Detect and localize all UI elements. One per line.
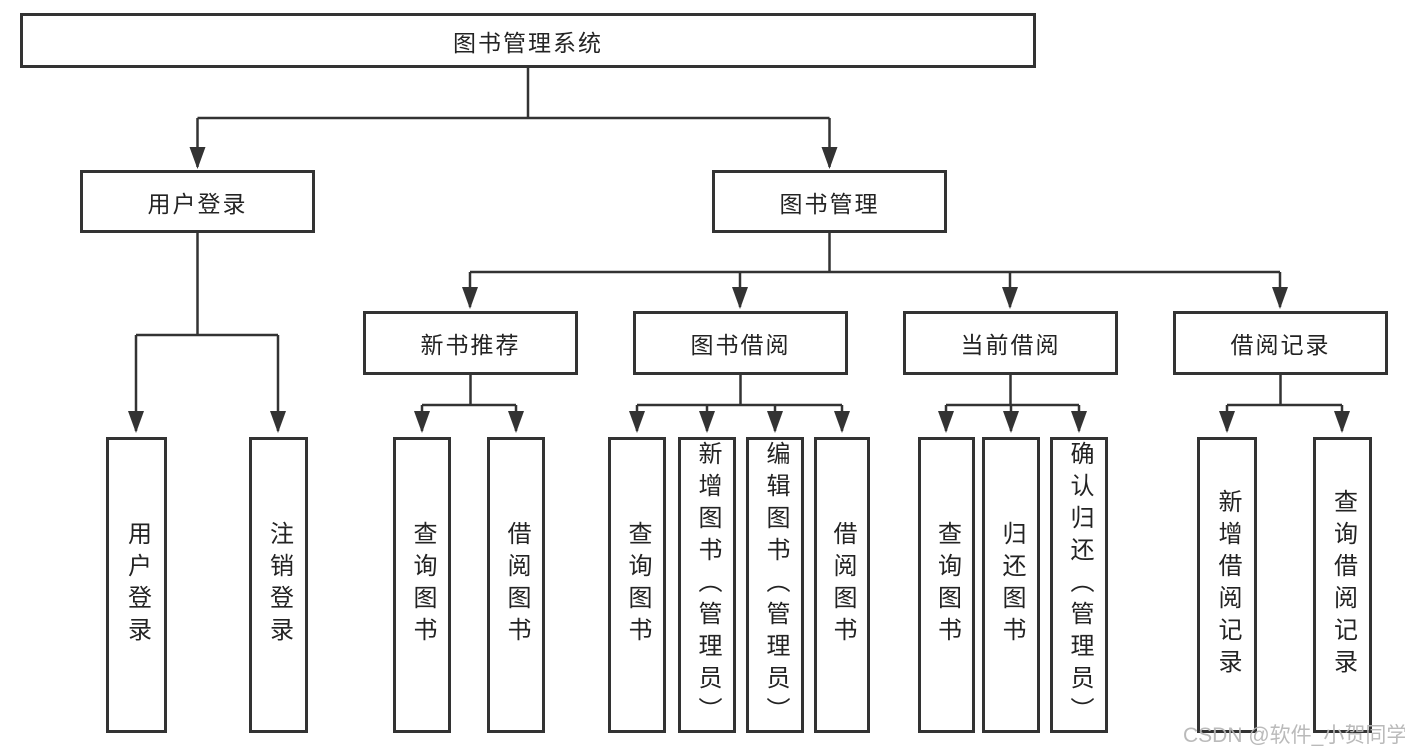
- leaf-confirm-return-admin: 确认归还（管理员）: [1050, 437, 1108, 733]
- leaf-borrow-books-1-label: 借阅图书: [503, 521, 530, 649]
- leaf-query-books-2: 查询图书: [608, 437, 666, 733]
- node-book-management: 图书管理: [712, 170, 947, 233]
- leaf-query-books-1: 查询图书: [393, 437, 451, 733]
- node-borrow-records-label: 借阅记录: [1230, 332, 1331, 358]
- node-new-book-recommend-label: 新书推荐: [420, 332, 521, 358]
- node-borrow-records: 借阅记录: [1173, 311, 1388, 375]
- node-book-management-label: 图书管理: [779, 190, 880, 217]
- leaf-query-books-3: 查询图书: [918, 437, 975, 733]
- csdn-watermark: CSDN @软件_小贺同学: [1183, 724, 1405, 747]
- leaf-edit-books-admin: 编辑图书（管理员）: [746, 437, 804, 733]
- leaf-add-borrow-record: 新增借阅记录: [1197, 437, 1257, 733]
- leaf-return-books-label: 归还图书: [998, 521, 1025, 649]
- leaf-query-borrow-record-label: 查询借阅记录: [1329, 489, 1357, 681]
- node-current-borrow-label: 当前借阅: [960, 332, 1061, 358]
- leaf-logout: 注销登录: [249, 437, 308, 733]
- leaf-query-books-2-label: 查询图书: [624, 521, 651, 649]
- node-user-login-label: 用户登录: [147, 190, 248, 217]
- leaf-add-borrow-record-label: 新增借阅记录: [1214, 489, 1241, 681]
- node-library-management-system: 图书管理系统: [20, 13, 1036, 68]
- node-new-book-recommend: 新书推荐: [363, 311, 578, 375]
- node-book-borrow-label: 图书借阅: [690, 332, 791, 358]
- node-current-borrow: 当前借阅: [903, 311, 1118, 375]
- leaf-add-books-admin-label: 新增图书（管理员）: [694, 441, 721, 729]
- node-book-borrow: 图书借阅: [633, 311, 848, 375]
- leaf-return-books: 归还图书: [982, 437, 1040, 733]
- leaf-confirm-return-admin-label: 确认归还（管理员）: [1066, 441, 1093, 729]
- leaf-borrow-books-1: 借阅图书: [487, 437, 545, 733]
- leaf-query-borrow-record: 查询借阅记录: [1313, 437, 1372, 733]
- leaf-user-login-label: 用户登录: [123, 521, 151, 649]
- leaf-logout-label: 注销登录: [265, 521, 293, 649]
- leaf-add-books-admin: 新增图书（管理员）: [678, 437, 736, 733]
- leaf-borrow-books-2-label: 借阅图书: [829, 521, 856, 649]
- node-user-login: 用户登录: [80, 170, 315, 233]
- node-library-management-system-label: 图书管理系统: [453, 29, 603, 56]
- leaf-query-books-1-label: 查询图书: [409, 521, 436, 649]
- leaf-borrow-books-2: 借阅图书: [814, 437, 870, 733]
- leaf-edit-books-admin-label: 编辑图书（管理员）: [762, 441, 789, 729]
- leaf-query-books-3-label: 查询图书: [933, 521, 961, 649]
- leaf-user-login: 用户登录: [106, 437, 167, 733]
